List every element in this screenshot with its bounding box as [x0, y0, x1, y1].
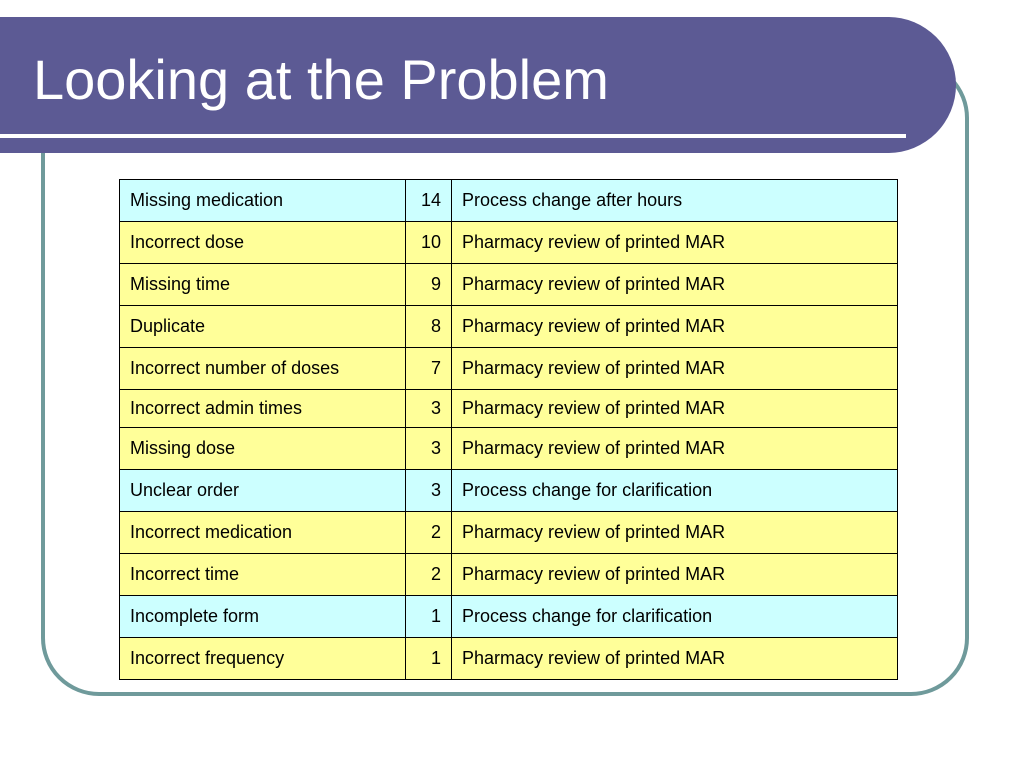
action-cell: Pharmacy review of printed MAR — [451, 347, 898, 390]
issue-cell: Incomplete form — [119, 595, 406, 638]
table-row: Incorrect medication 2 Pharmacy review o… — [119, 511, 898, 554]
action-cell: Pharmacy review of printed MAR — [451, 305, 898, 348]
table-row: Missing medication 14 Process change aft… — [119, 179, 898, 222]
action-cell: Process change for clarification — [451, 595, 898, 638]
action-cell: Pharmacy review of printed MAR — [451, 389, 898, 428]
table-row: Unclear order 3 Process change for clari… — [119, 469, 898, 512]
issue-cell: Missing dose — [119, 427, 406, 470]
count-cell: 2 — [405, 553, 452, 596]
action-cell: Pharmacy review of printed MAR — [451, 553, 898, 596]
count-cell: 8 — [405, 305, 452, 348]
table-row: Duplicate 8 Pharmacy review of printed M… — [119, 305, 898, 348]
action-cell: Process change for clarification — [451, 469, 898, 512]
action-cell: Pharmacy review of printed MAR — [451, 427, 898, 470]
table-row: Incorrect frequency 1 Pharmacy review of… — [119, 637, 898, 680]
count-cell: 3 — [405, 469, 452, 512]
action-cell: Pharmacy review of printed MAR — [451, 637, 898, 680]
issue-cell: Incorrect admin times — [119, 389, 406, 428]
issue-cell: Incorrect time — [119, 553, 406, 596]
count-cell: 3 — [405, 427, 452, 470]
count-cell: 2 — [405, 511, 452, 554]
issue-cell: Unclear order — [119, 469, 406, 512]
issue-cell: Duplicate — [119, 305, 406, 348]
issue-cell: Missing time — [119, 263, 406, 306]
issue-cell: Missing medication — [119, 179, 406, 222]
count-cell: 1 — [405, 637, 452, 680]
table-row: Incomplete form 1 Process change for cla… — [119, 595, 898, 638]
count-cell: 14 — [405, 179, 452, 222]
table-row: Incorrect admin times 3 Pharmacy review … — [119, 389, 898, 428]
count-cell: 10 — [405, 221, 452, 264]
issue-cell: Incorrect frequency — [119, 637, 406, 680]
table-row: Incorrect number of doses 7 Pharmacy rev… — [119, 347, 898, 390]
issue-cell: Incorrect number of doses — [119, 347, 406, 390]
issues-table: Missing medication 14 Process change aft… — [119, 179, 898, 680]
issue-cell: Incorrect dose — [119, 221, 406, 264]
title-underline — [0, 134, 906, 138]
title-band — [0, 17, 956, 153]
action-cell: Pharmacy review of printed MAR — [451, 221, 898, 264]
table-row: Missing time 9 Pharmacy review of printe… — [119, 263, 898, 306]
count-cell: 7 — [405, 347, 452, 390]
action-cell: Process change after hours — [451, 179, 898, 222]
issue-cell: Incorrect medication — [119, 511, 406, 554]
count-cell: 1 — [405, 595, 452, 638]
count-cell: 3 — [405, 389, 452, 428]
table-row: Missing dose 3 Pharmacy review of printe… — [119, 427, 898, 470]
slide-title: Looking at the Problem — [33, 48, 609, 111]
action-cell: Pharmacy review of printed MAR — [451, 511, 898, 554]
table-row: Incorrect dose 10 Pharmacy review of pri… — [119, 221, 898, 264]
count-cell: 9 — [405, 263, 452, 306]
action-cell: Pharmacy review of printed MAR — [451, 263, 898, 306]
table-row: Incorrect time 2 Pharmacy review of prin… — [119, 553, 898, 596]
